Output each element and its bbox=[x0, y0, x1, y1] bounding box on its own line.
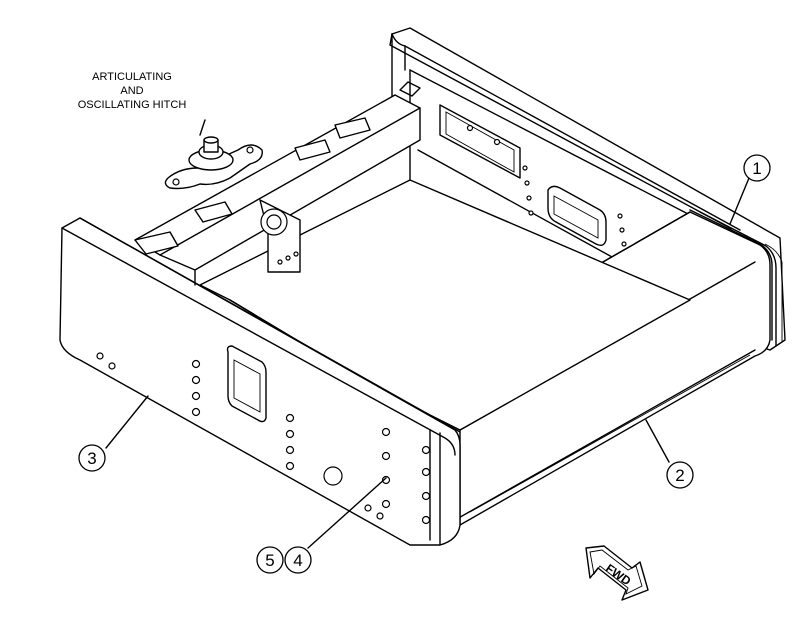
callout-4: 4 bbox=[284, 546, 312, 574]
hitch-label: ARTICULATING AND OSCILLATING HITCH bbox=[78, 71, 187, 111]
leader-lines bbox=[105, 177, 750, 549]
callout-3: 3 bbox=[78, 444, 106, 472]
articulating-hitch bbox=[164, 119, 263, 190]
hitch-beam bbox=[134, 81, 421, 286]
front-plate bbox=[59, 217, 461, 546]
forward-direction-arrow: FWD bbox=[585, 545, 649, 601]
callout-5: 5 bbox=[256, 546, 284, 574]
hitch-label-line-1: ARTICULATING bbox=[92, 71, 172, 83]
callout-4-label: 4 bbox=[293, 551, 302, 570]
callout-3-label: 3 bbox=[87, 449, 96, 468]
hitch-label-line-2: AND bbox=[120, 85, 143, 97]
callout-2: 2 bbox=[666, 461, 694, 489]
hitch-label-line-3: OSCILLATING HITCH bbox=[78, 99, 187, 111]
callout-5-label: 5 bbox=[265, 551, 274, 570]
callout-1-label: 1 bbox=[752, 159, 761, 178]
front-plate-holes bbox=[96, 352, 431, 525]
callout-1: 1 bbox=[743, 154, 771, 182]
callout-2-label: 2 bbox=[675, 466, 684, 485]
